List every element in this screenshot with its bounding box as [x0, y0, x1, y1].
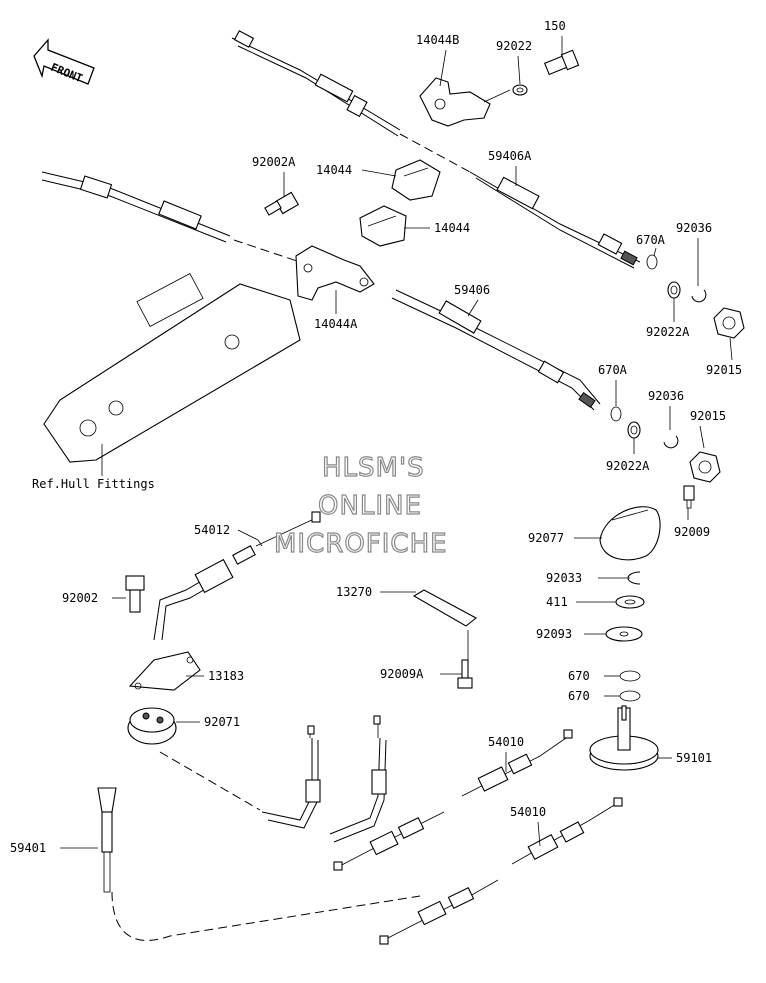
clip-92036-1 — [691, 289, 707, 303]
label-670-2: 670 — [568, 689, 590, 703]
label-670a-2: 670A — [598, 363, 628, 377]
plate-13183 — [128, 651, 201, 691]
label-92033: 92033 — [546, 571, 582, 585]
label-54010-1: 54010 — [488, 735, 524, 749]
label-92015-1: 92015 — [706, 363, 742, 377]
label-92002: 92002 — [62, 591, 98, 605]
bolt-92002 — [125, 575, 145, 613]
grommet-92071 — [127, 707, 177, 745]
label-54010-2: 54010 — [510, 805, 546, 819]
label-ref-hull: Ref.Hull Fittings — [32, 477, 155, 491]
bracket-14044a — [295, 245, 375, 301]
plate-13270 — [412, 589, 477, 627]
knob-59401 — [97, 787, 421, 941]
label-150: 150 — [544, 19, 566, 33]
label-59101: 59101 — [676, 751, 712, 765]
o-ring-670a-2 — [610, 406, 622, 422]
label-92009a: 92009A — [380, 667, 424, 681]
watermark-line1: HLSM'S — [322, 453, 425, 483]
label-14044b: 14044B — [416, 33, 459, 47]
washer-411 — [615, 595, 645, 609]
label-13270: 13270 — [336, 585, 372, 599]
bent-cables — [159, 715, 387, 843]
cable-59406 — [41, 171, 601, 411]
knob-92077 — [599, 506, 661, 561]
o-ring-670-2 — [619, 690, 641, 702]
label-92093: 92093 — [536, 627, 572, 641]
label-92022a-1: 92022A — [646, 325, 690, 339]
label-14044-upper: 14044 — [316, 163, 352, 177]
label-59406: 59406 — [454, 283, 490, 297]
label-54012: 54012 — [194, 523, 230, 537]
label-92071: 92071 — [204, 715, 240, 729]
part-labels: 14044B 92022 150 14044 92002A 14044 5940… — [10, 19, 742, 855]
nut-92015-1 — [713, 307, 745, 339]
screw-92009a — [457, 659, 473, 689]
nut-92015-2 — [689, 451, 721, 483]
label-59406a: 59406A — [488, 149, 532, 163]
cable-54010-d — [379, 879, 499, 945]
label-13183: 13183 — [208, 669, 244, 683]
cable-54010-a — [461, 729, 573, 797]
label-92077: 92077 — [528, 531, 564, 545]
watermark-line3: MICROFICHE — [274, 529, 448, 559]
label-670a-1: 670A — [636, 233, 666, 247]
label-92036-2: 92036 — [648, 389, 684, 403]
washer-92022a-2 — [627, 421, 641, 439]
bolt-92002a — [264, 191, 300, 216]
hull-fitting-plate — [43, 273, 301, 463]
label-670-1: 670 — [568, 669, 590, 683]
pulley-59101 — [589, 705, 659, 771]
clip-92036-2 — [663, 435, 679, 449]
leader-lines — [60, 36, 733, 849]
o-ring-670a-1 — [646, 254, 658, 270]
clamp-14044-lower — [359, 205, 407, 247]
o-ring-670-1 — [619, 670, 641, 682]
cable-54012 — [153, 511, 321, 641]
label-92009: 92009 — [674, 525, 710, 539]
label-14044-lower: 14044 — [434, 221, 470, 235]
label-92022: 92022 — [496, 39, 532, 53]
washer-92022 — [512, 84, 528, 96]
watermark: HLSM'S ONLINE MICROFICHE — [273, 452, 448, 559]
screw-92009 — [683, 485, 695, 509]
front-arrow-icon: FRONT — [33, 38, 95, 85]
clamp-14044-upper — [391, 159, 441, 201]
label-92015-2: 92015 — [690, 409, 726, 423]
watermark-line2: ONLINE — [318, 491, 422, 521]
label-411: 411 — [546, 595, 568, 609]
label-92036-1: 92036 — [676, 221, 712, 235]
cable-59406a — [231, 30, 641, 269]
washer-92093 — [605, 626, 643, 642]
cable-54010-b — [333, 811, 445, 871]
washer-92022a-1 — [667, 281, 681, 299]
label-59401: 59401 — [10, 841, 46, 855]
label-92022a-2: 92022A — [606, 459, 650, 473]
label-14044a: 14044A — [314, 317, 358, 331]
cable-54010-c — [511, 797, 623, 865]
bracket-14044b — [419, 77, 491, 127]
bolt-150 — [543, 49, 580, 76]
label-92002a: 92002A — [252, 155, 296, 169]
